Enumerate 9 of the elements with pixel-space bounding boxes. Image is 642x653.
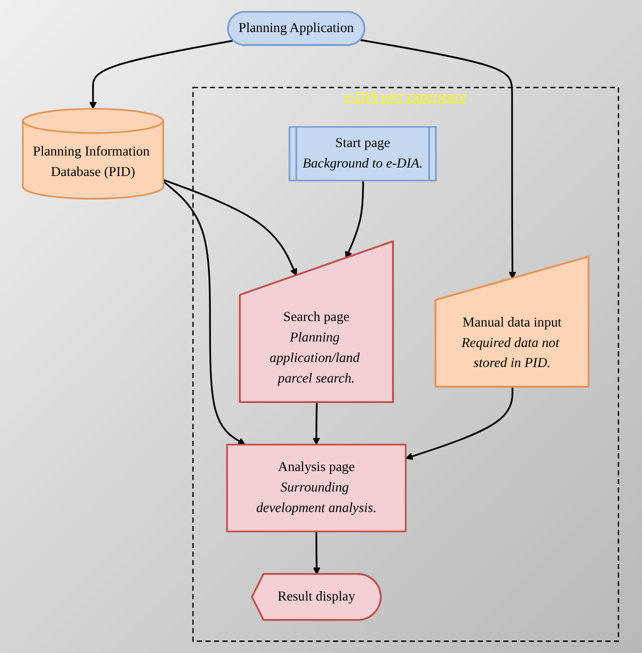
arrow [163, 178, 298, 276]
node-box: Analysis page Surrounding development analysis. [226, 444, 407, 532]
arrow [163, 180, 246, 445]
arrow [90, 40, 234, 110]
arrow [360, 39, 517, 280]
arrow [313, 531, 321, 575]
arrow [346, 180, 364, 259]
arrow [313, 402, 320, 445]
arrow [406, 387, 514, 460]
